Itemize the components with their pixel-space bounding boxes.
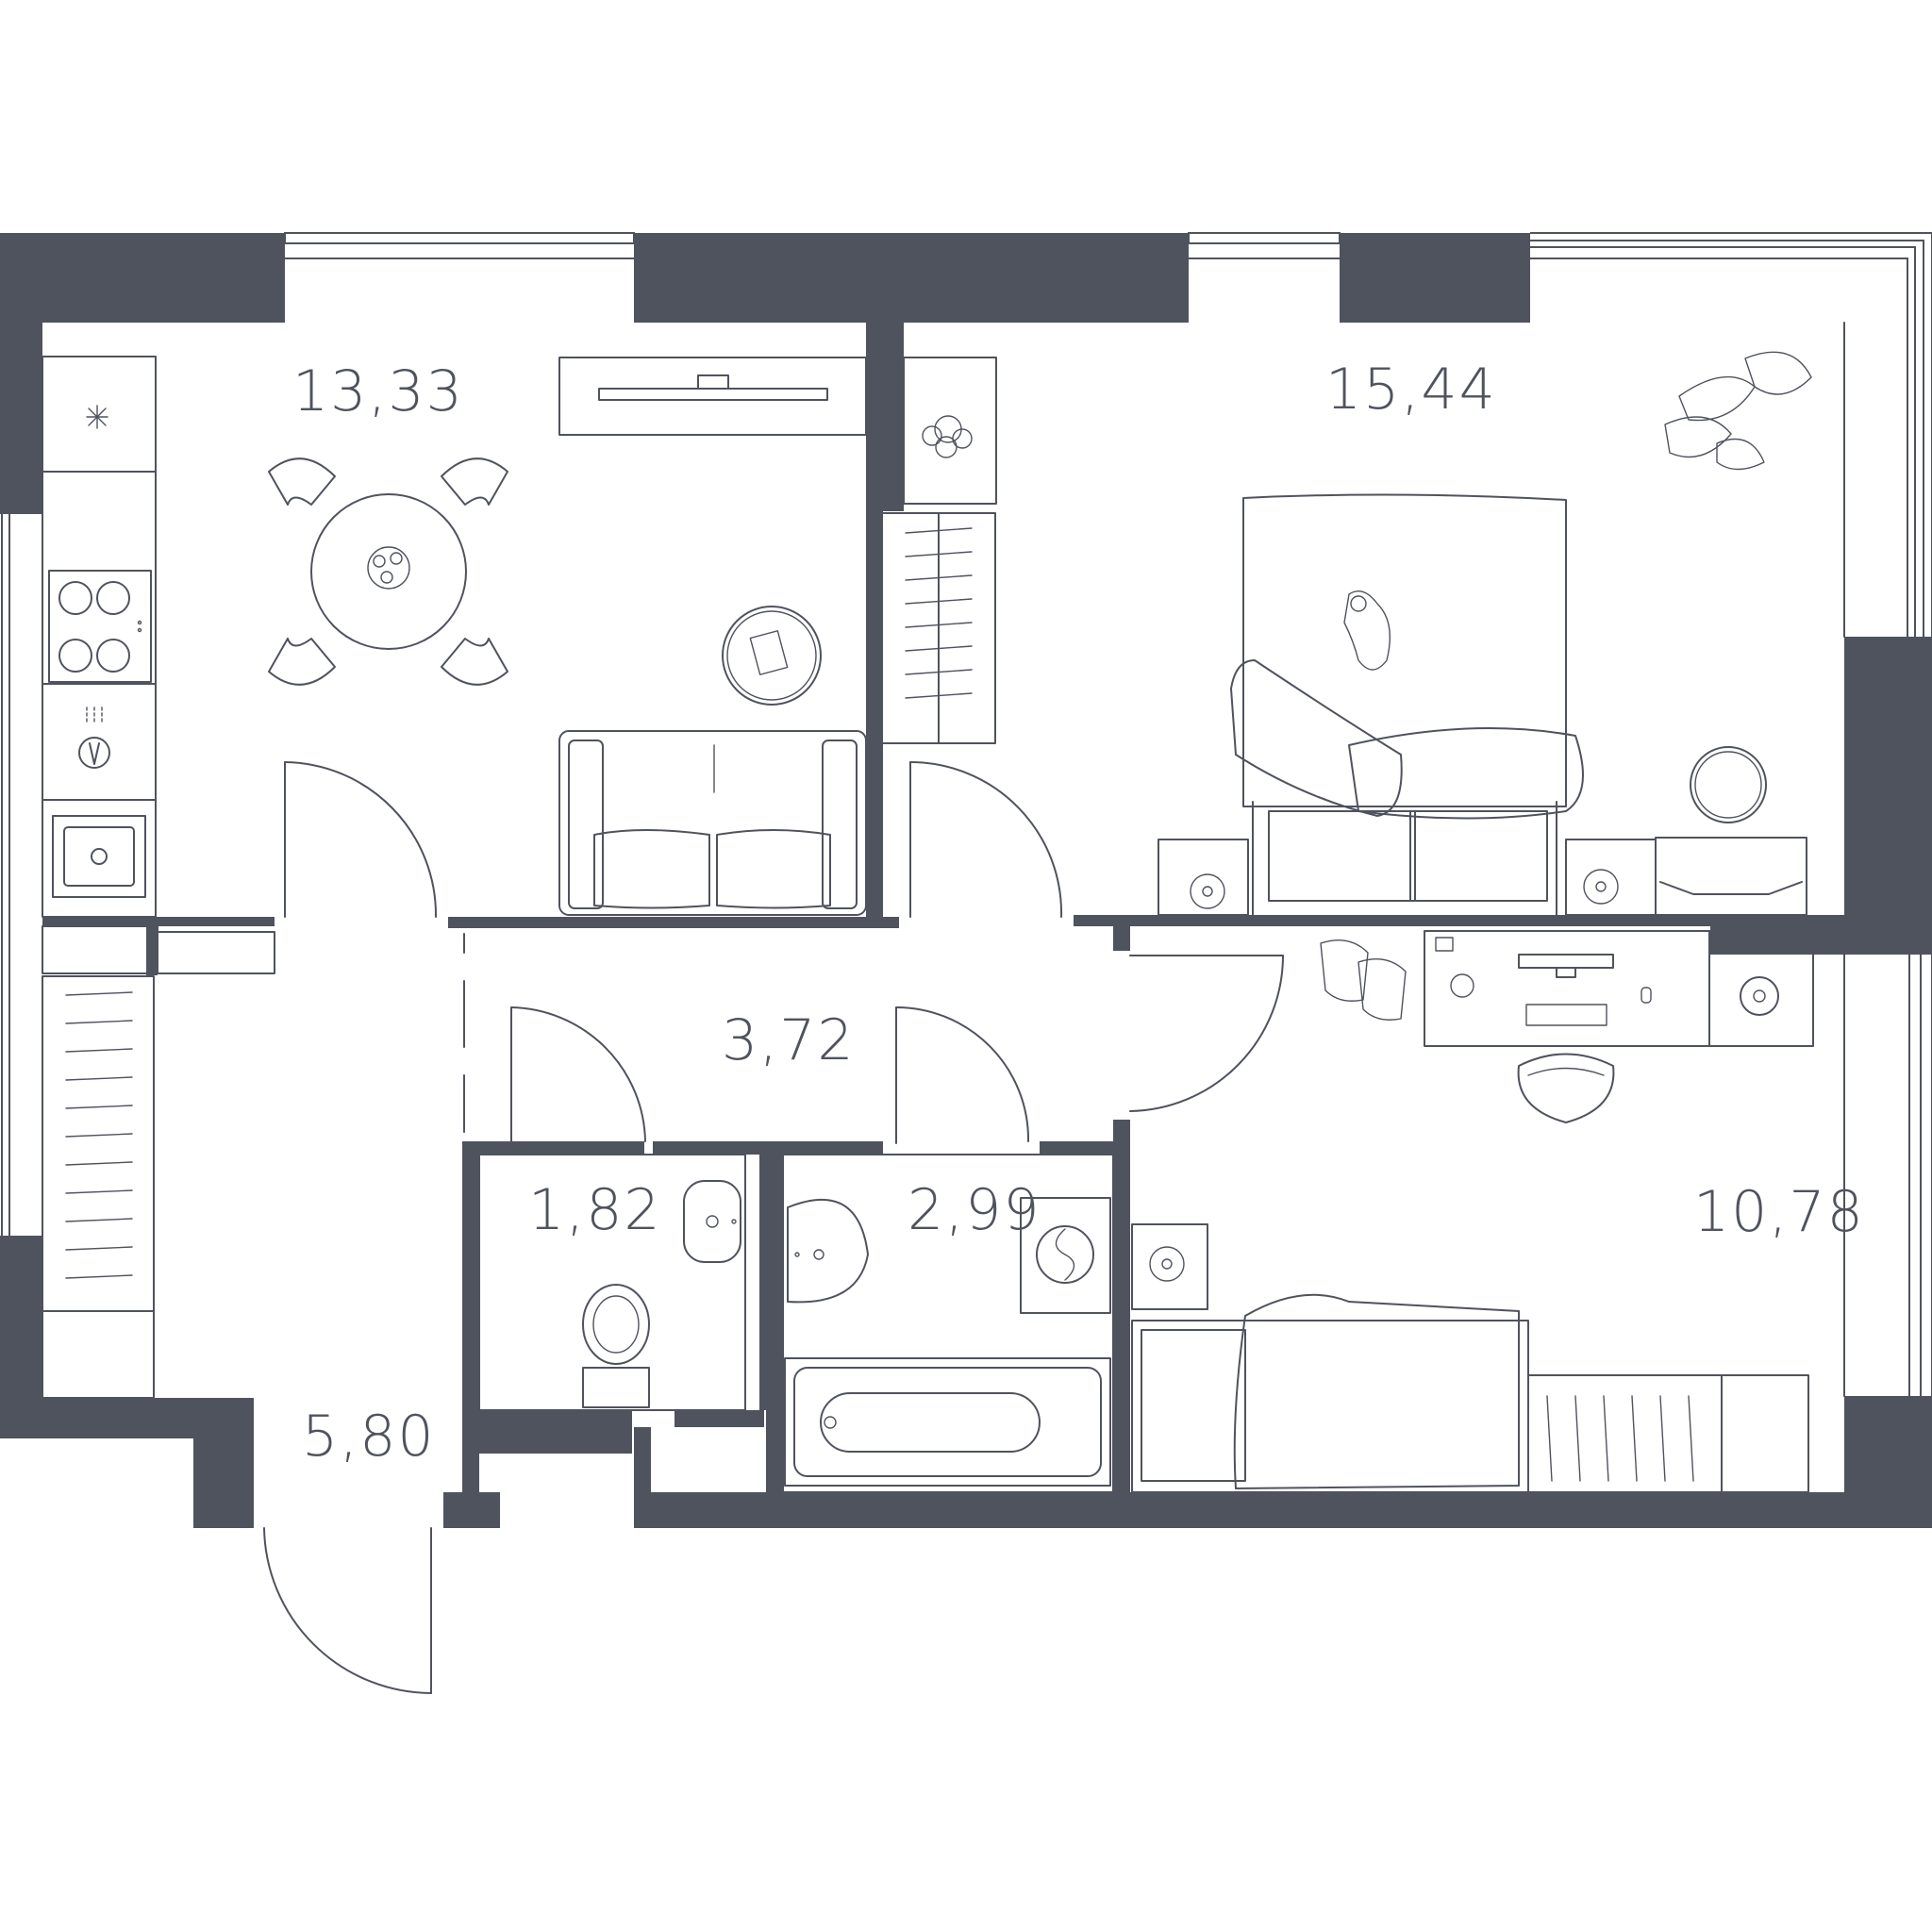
area-toilet: 1,82 — [528, 1177, 662, 1243]
computer-icon — [1518, 954, 1652, 1026]
wardrobe-icon — [881, 357, 997, 744]
wardrobe-icon — [1527, 1374, 1809, 1493]
desk-icon — [1424, 930, 1814, 1047]
window-left — [1, 514, 10, 1236]
desk-icon — [1655, 837, 1807, 916]
stove-icon — [48, 570, 152, 683]
nightstand-icon — [1565, 839, 1657, 916]
window-corner — [1530, 232, 1932, 637]
washing-machine-icon — [1020, 1197, 1111, 1314]
dining-table-icon — [268, 457, 508, 686]
bathtub-icon — [784, 1357, 1111, 1487]
rollerskates-icon — [1320, 939, 1407, 1021]
area-labels: 13,33 15,44 3,72 1,82 2,99 10,78 5,80 — [292, 357, 1865, 1470]
kitchen-furniture — [42, 356, 867, 918]
bathroom-furniture — [782, 1154, 1114, 1493]
window-bedroom-top — [1181, 232, 1341, 259]
window-right-lower — [1908, 955, 1932, 1396]
chair-icon — [1517, 1053, 1615, 1123]
rug-icon — [722, 606, 822, 706]
doors — [263, 761, 1284, 1694]
area-kitchen-living: 13,33 — [292, 358, 464, 424]
nightstand-icon — [1131, 1223, 1208, 1310]
nightstand-icon — [1158, 839, 1249, 916]
walls — [0, 233, 1932, 1528]
area-entrance: 5,80 — [302, 1404, 436, 1470]
area-bathroom: 2,99 — [908, 1177, 1041, 1243]
door-icon — [284, 761, 438, 918]
sofa-icon — [558, 730, 867, 916]
cat-icon — [1343, 590, 1391, 671]
faucet-icon — [78, 706, 110, 769]
window-kitchen — [284, 232, 635, 259]
fridge-icon — [86, 405, 108, 429]
sink-icon — [52, 815, 146, 898]
door-icon — [510, 1006, 646, 1144]
area-bedroom-1: 15,44 — [1325, 357, 1497, 423]
bedroom-2-furniture — [1131, 930, 1845, 1493]
door-icon — [1129, 955, 1284, 1112]
bed-icon — [1131, 1293, 1529, 1493]
bed-icon — [1230, 493, 1584, 916]
mirror-icon — [1690, 746, 1767, 823]
door-icon — [895, 1006, 1030, 1144]
washbasin-icon — [683, 1180, 741, 1263]
area-hallway: 3,72 — [722, 1007, 856, 1073]
entrance-furniture — [42, 925, 275, 1399]
wardrobe-icon — [42, 975, 155, 1399]
washbasin-icon — [787, 1198, 869, 1304]
toilet-furniture — [478, 1154, 746, 1411]
door-icon — [263, 1527, 432, 1694]
windows — [1, 232, 1932, 1396]
tv-unit-icon — [558, 357, 867, 436]
area-bedroom-2: 10,78 — [1693, 1179, 1865, 1245]
bedroom-1-furniture — [1158, 322, 1845, 916]
plant-icon — [1664, 351, 1812, 471]
door-icon — [909, 761, 1063, 918]
ball-icon — [1740, 976, 1779, 1016]
plant-icon — [922, 415, 973, 458]
toilet-icon — [582, 1284, 650, 1408]
kitchen-counter — [42, 356, 157, 918]
